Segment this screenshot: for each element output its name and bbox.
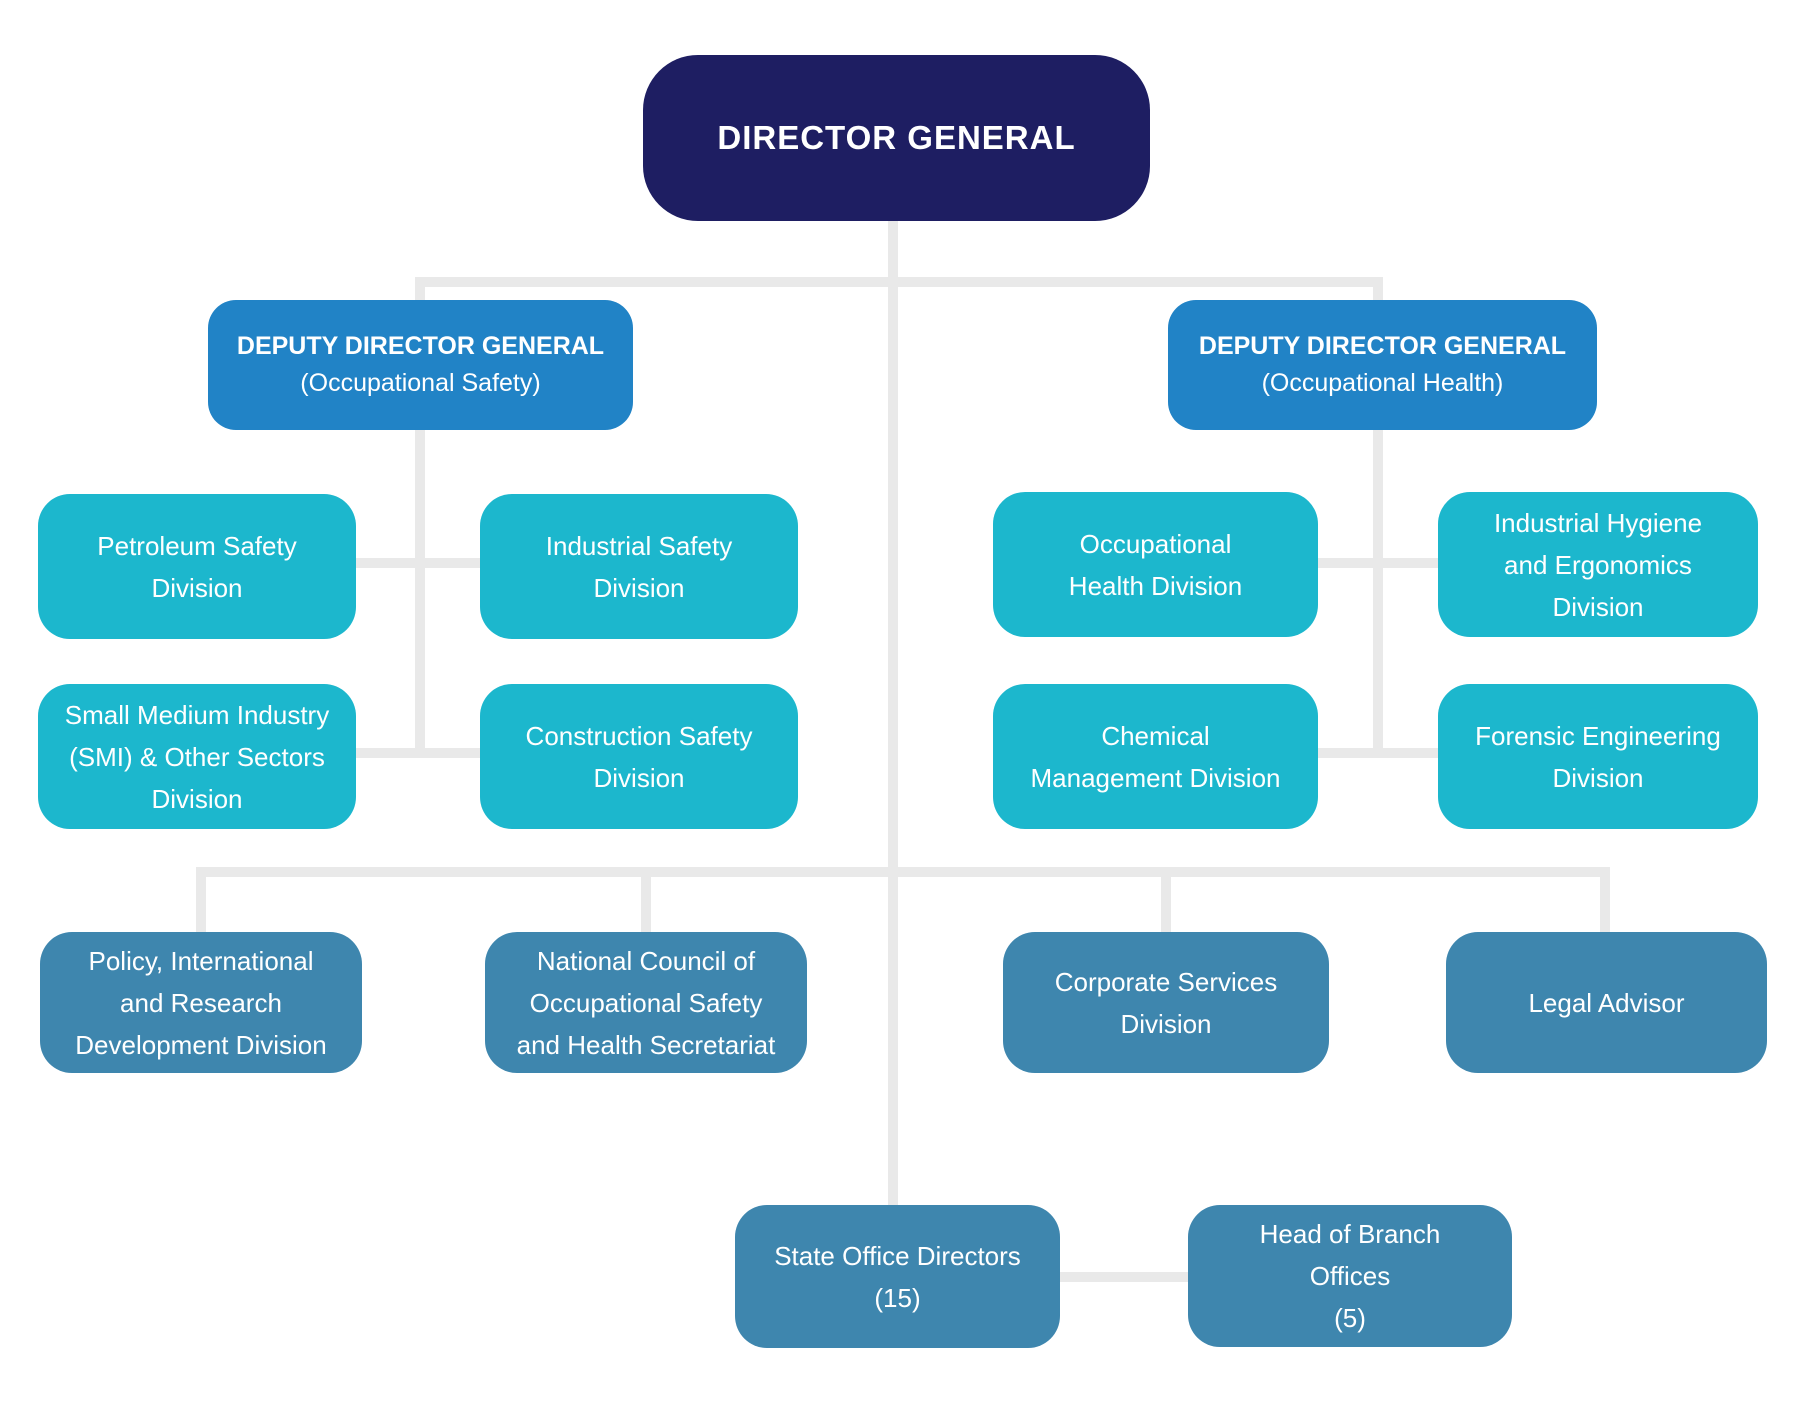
node-head-of-branch-offices-label-line-1: Offices [1309,1261,1391,1291]
node-construction-safety-division-label-line-1: Division [593,762,685,793]
connector-drop-deputy-health [1373,277,1383,305]
node-national-council-of-occupational-safety-and-health-secretariat: National Council of Occupational Safety an… [485,932,807,1073]
connector-drop-deputy-safety [415,277,425,305]
node-deputy-director-general-occupational-safety-label-line-1: (Occupational Safety) [300,369,541,397]
node-director-general-label-line-0: DIRECTOR GENERAL [717,119,1076,156]
node-policy-international-and-research-development-division-label-line-1: and Research [120,987,282,1018]
node-policy-international-and-research-development-division-label-line-2: Development Division [75,1029,327,1060]
connector-support-horizontal [196,867,1610,877]
node-state-office-directors: State Office Directors (15) [735,1205,1060,1348]
node-state-office-directors-label-line-1: (15) [874,1282,921,1313]
node-petroleum-safety-division-label-line-1: Division [151,572,243,603]
node-small-medium-industry-smi-and-other-sectors-division: Small Medium Industry (SMI) & Other Secto… [38,684,356,829]
node-legal-advisor-label-line-0: Legal Advisor [1528,987,1685,1018]
node-industrial-hygiene-and-ergonomics-division-label-line-0: Industrial Hygiene [1493,507,1703,538]
node-industrial-safety-division-label-line-1: Division [593,572,685,603]
node-small-medium-industry-smi-and-other-sectors-division-label-line-0: Small Medium Industry [64,699,330,730]
node-industrial-hygiene-and-ergonomics-division-label-line-1: and Ergonomics [1504,549,1692,580]
connector-drop-corporate-services [1161,867,1171,937]
node-forensic-engineering-division-label-line-1: Division [1552,762,1644,793]
connector-stub-chemical-forensic [1318,748,1438,758]
node-head-of-branch-offices-label-line-0: Head of Branch [1259,1219,1441,1249]
connector-drop-policy [196,867,206,937]
node-deputy-director-general-occupational-health-label-line-0: DEPUTY DIRECTOR GENERAL [1198,332,1567,360]
node-corporate-services-division-label-line-1: Division [1120,1008,1212,1039]
node-deputy-director-general-occupational-health: DEPUTY DIRECTOR GENERAL (Occupational Hea… [1168,300,1597,430]
node-deputy-director-general-occupational-health-label-line-1: (Occupational Health) [1261,369,1504,397]
node-policy-international-and-research-development-division-label-line-0: Policy, International [88,945,314,976]
connector-trunk-deputy-safety [415,430,425,755]
node-corporate-services-division-label-line-0: Corporate Services [1054,966,1278,997]
node-national-council-of-occupational-safety-and-health-secretariat-label-line-0: National Council of [536,945,756,976]
node-chemical-management-division-label-line-0: Chemical [1101,720,1210,751]
node-chemical-management-division-label-line-1: Management Division [1030,762,1281,793]
node-occupational-health-division-label-line-1: Health Division [1068,570,1243,601]
connector-stub-smi-construction [356,748,480,758]
node-national-council-of-occupational-safety-and-health-secretariat-label-line-1: Occupational Safety [529,987,763,1018]
connector-drop-legal-advisor [1600,867,1610,937]
node-head-of-branch-offices-label-line-2: (5) [1334,1303,1366,1333]
connector-deputies-horizontal [415,277,1383,287]
connector-stub-petroleum-industrial [356,558,480,568]
connector-drop-national-council [641,867,651,937]
node-small-medium-industry-smi-and-other-sectors-division-label-line-1: (SMI) & Other Sectors [69,741,325,772]
node-industrial-hygiene-and-ergonomics-division-label-line-2: Division [1552,591,1644,622]
node-director-general: DIRECTOR GENERAL [643,55,1150,221]
node-construction-safety-division-label-line-0: Construction Safety [525,720,753,751]
connector-stub-occhealth-hygiene [1318,558,1438,568]
node-deputy-director-general-occupational-safety-label-line-0: DEPUTY DIRECTOR GENERAL [236,332,605,360]
node-forensic-engineering-division-label-line-0: Forensic Engineering [1475,720,1721,751]
node-small-medium-industry-smi-and-other-sectors-division-label-line-2: Division [151,783,243,814]
node-occupational-health-division-label-line-0: Occupational [1079,528,1232,559]
node-industrial-safety-division-label-line-0: Industrial Safety [545,530,733,561]
connector-trunk-center [888,221,898,1210]
node-state-office-directors-label-line-0: State Office Directors [774,1240,1021,1271]
connector-trunk-deputy-health [1373,430,1383,755]
connector-stub-state-branch [1060,1272,1188,1282]
node-petroleum-safety-division-label-line-0: Petroleum Safety [97,530,297,561]
node-legal-advisor: Legal Advisor [1446,932,1767,1073]
node-national-council-of-occupational-safety-and-health-secretariat-label-line-2: and Health Secretariat [516,1029,776,1060]
node-deputy-director-general-occupational-safety: DEPUTY DIRECTOR GENERAL (Occupational Saf… [208,300,633,430]
